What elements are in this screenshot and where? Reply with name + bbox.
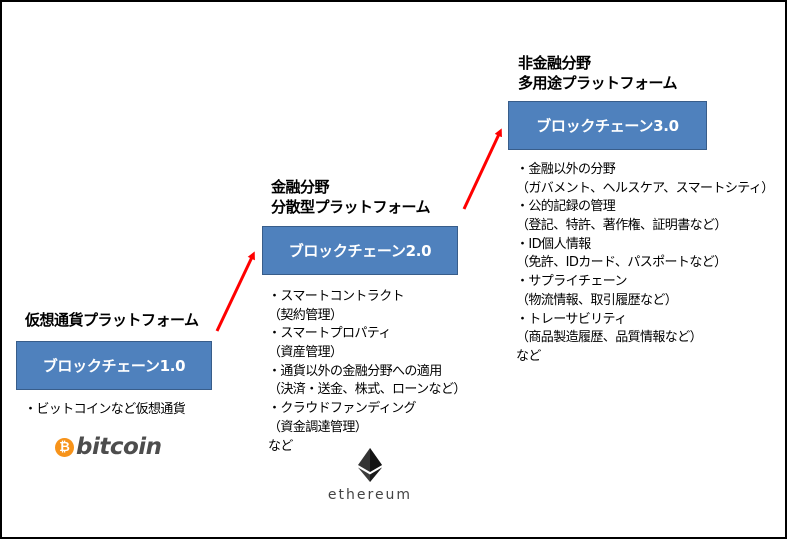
stage2-title: 金融分野 分散型プラットフォーム [271,177,431,217]
title-line: 多用途プラットフォーム [518,74,678,92]
title-line: 分散型プラットフォーム [271,198,431,216]
list-item: （資産管理） [268,345,343,361]
bitcoin-logo: ₿ bitcoin [55,434,162,460]
blockchain-2-box: ブロックチェーン2.0 [262,226,458,275]
ethereum-logo-text: ethereum [327,487,413,503]
title-line: 金融分野 [271,178,330,196]
list-item: ・公的記録の管理 [516,199,616,215]
list-item: （免許、IDカード、パスポートなど） [516,255,727,271]
list-item: ・サプライチェーン [516,274,628,290]
blockchain-3-box: ブロックチェーン3.0 [508,101,707,150]
list-item: （資金調達管理） [268,419,368,435]
list-item: （ガバメント、ヘルスケア、スマートシティ） [516,180,774,196]
list-item: ・通貨以外の金融分野への適用 [268,363,442,379]
list-item: （決済・送金、株式、ローンなど） [268,382,466,398]
list-item: ・スマートコントラクト [268,289,405,304]
list-item: など [516,348,541,364]
arrow-2-to-3 [462,128,502,210]
list-item: ・スマートプロパティ [268,326,391,342]
list-item: など [268,438,293,454]
bitcoin-logo-text: bitcoin [76,434,162,460]
stage1-title: 仮想通貨プラットフォーム [25,311,199,329]
list-item: ・トレーサビリティ [516,311,627,327]
list-item: （物流情報、取引履歴など） [516,292,678,308]
bitcoin-icon: ₿ [55,437,74,457]
arrow-1-to-2 [215,251,255,332]
list-item: （契約管理） [268,307,343,323]
title-line: 非金融分野 [518,54,591,72]
stage1-list: ・ビットコインなど仮想通貨 [24,401,186,420]
list-item: （商品製造履歴、品質情報など） [516,330,703,346]
list-item: ・ID個人情報 [516,236,591,252]
list-item: ・クラウドファンディング [268,401,416,417]
ethereum-logo: ethereum [320,448,420,503]
stage2-list: ・スマートコントラクト （契約管理） ・スマートプロパティ （資産管理） ・通貨… [268,288,466,456]
ethereum-icon [358,448,382,482]
stage3-title: 非金融分野 多用途プラットフォーム [518,53,678,93]
list-item: （登記、特許、著作権、証明書など） [516,218,727,234]
list-item: ・金融以外の分野 [516,162,616,177]
list-item: ・ビットコインなど仮想通貨 [24,402,186,417]
blockchain-1-box: ブロックチェーン1.0 [16,341,212,390]
stage3-list: ・金融以外の分野 （ガバメント、ヘルスケア、スマートシティ） ・公的記録の管理 … [516,161,774,367]
